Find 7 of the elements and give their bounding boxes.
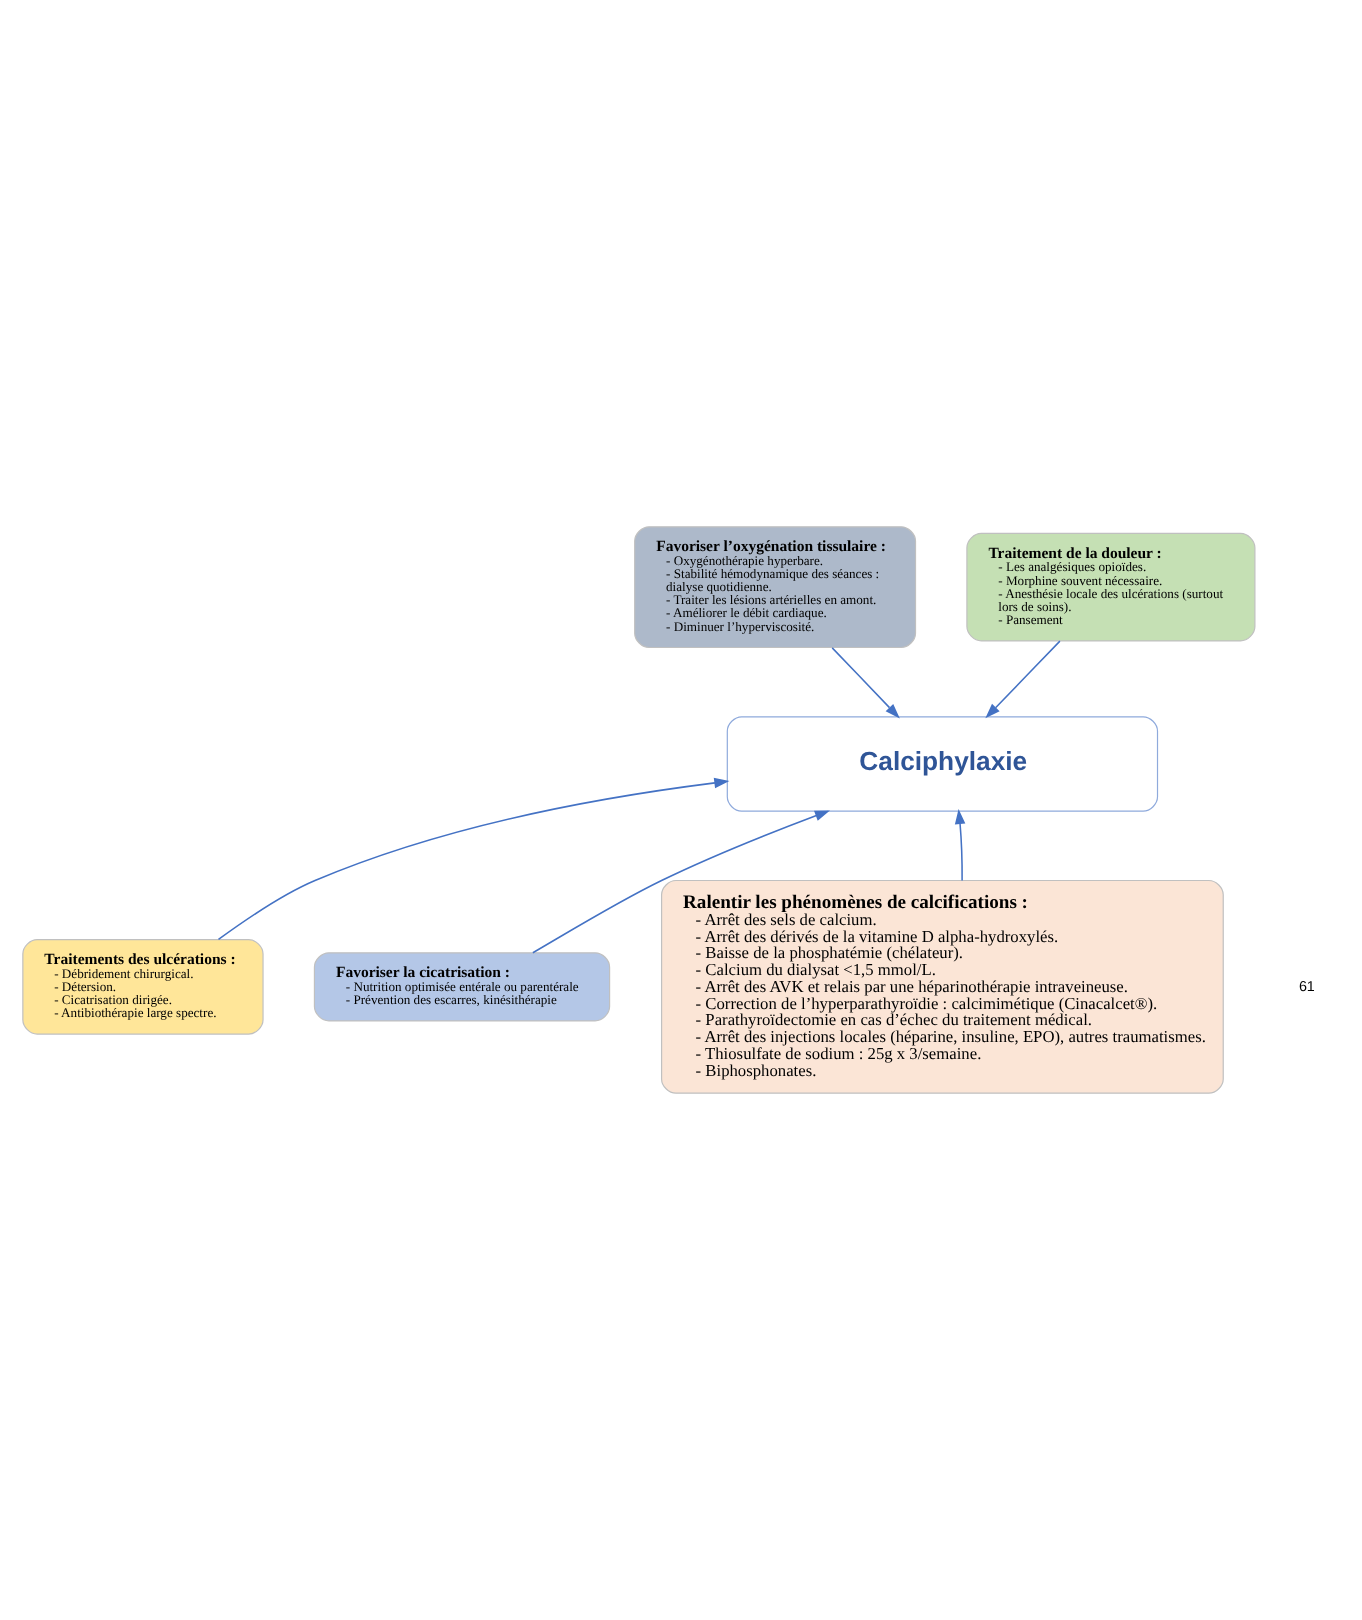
node-box: Ralentir les phénomènes de calcifications : - Arrêt des sels de calcium. - Arrêt des dérivés de la vitamine D alpha-hydroxylés. - Baisse de la phosphatémie (chélateur). - Calcium du dialysat <1,5 mmol/L. - Arrêt des AVK et relais par une héparinothérapie intraveineuse. - Correction de l’hyperparathyroïdie : calcimimétique (Cinacalcet®). - Parathyroïdectomie en cas d’échec du traitement médical. - Arrêt des injections locales (héparine, insuline, EPO), autres traumatismes. - Thiosulfate de sodium : 25g x 3/semaine. - Biphosphonates. (661, 879, 1224, 1094)
arrow (532, 810, 830, 954)
arrow (954, 809, 966, 882)
arrow (217, 777, 730, 941)
arrow (831, 647, 900, 719)
node-box: Calciphylaxie (726, 716, 1159, 812)
arrow (985, 640, 1061, 719)
